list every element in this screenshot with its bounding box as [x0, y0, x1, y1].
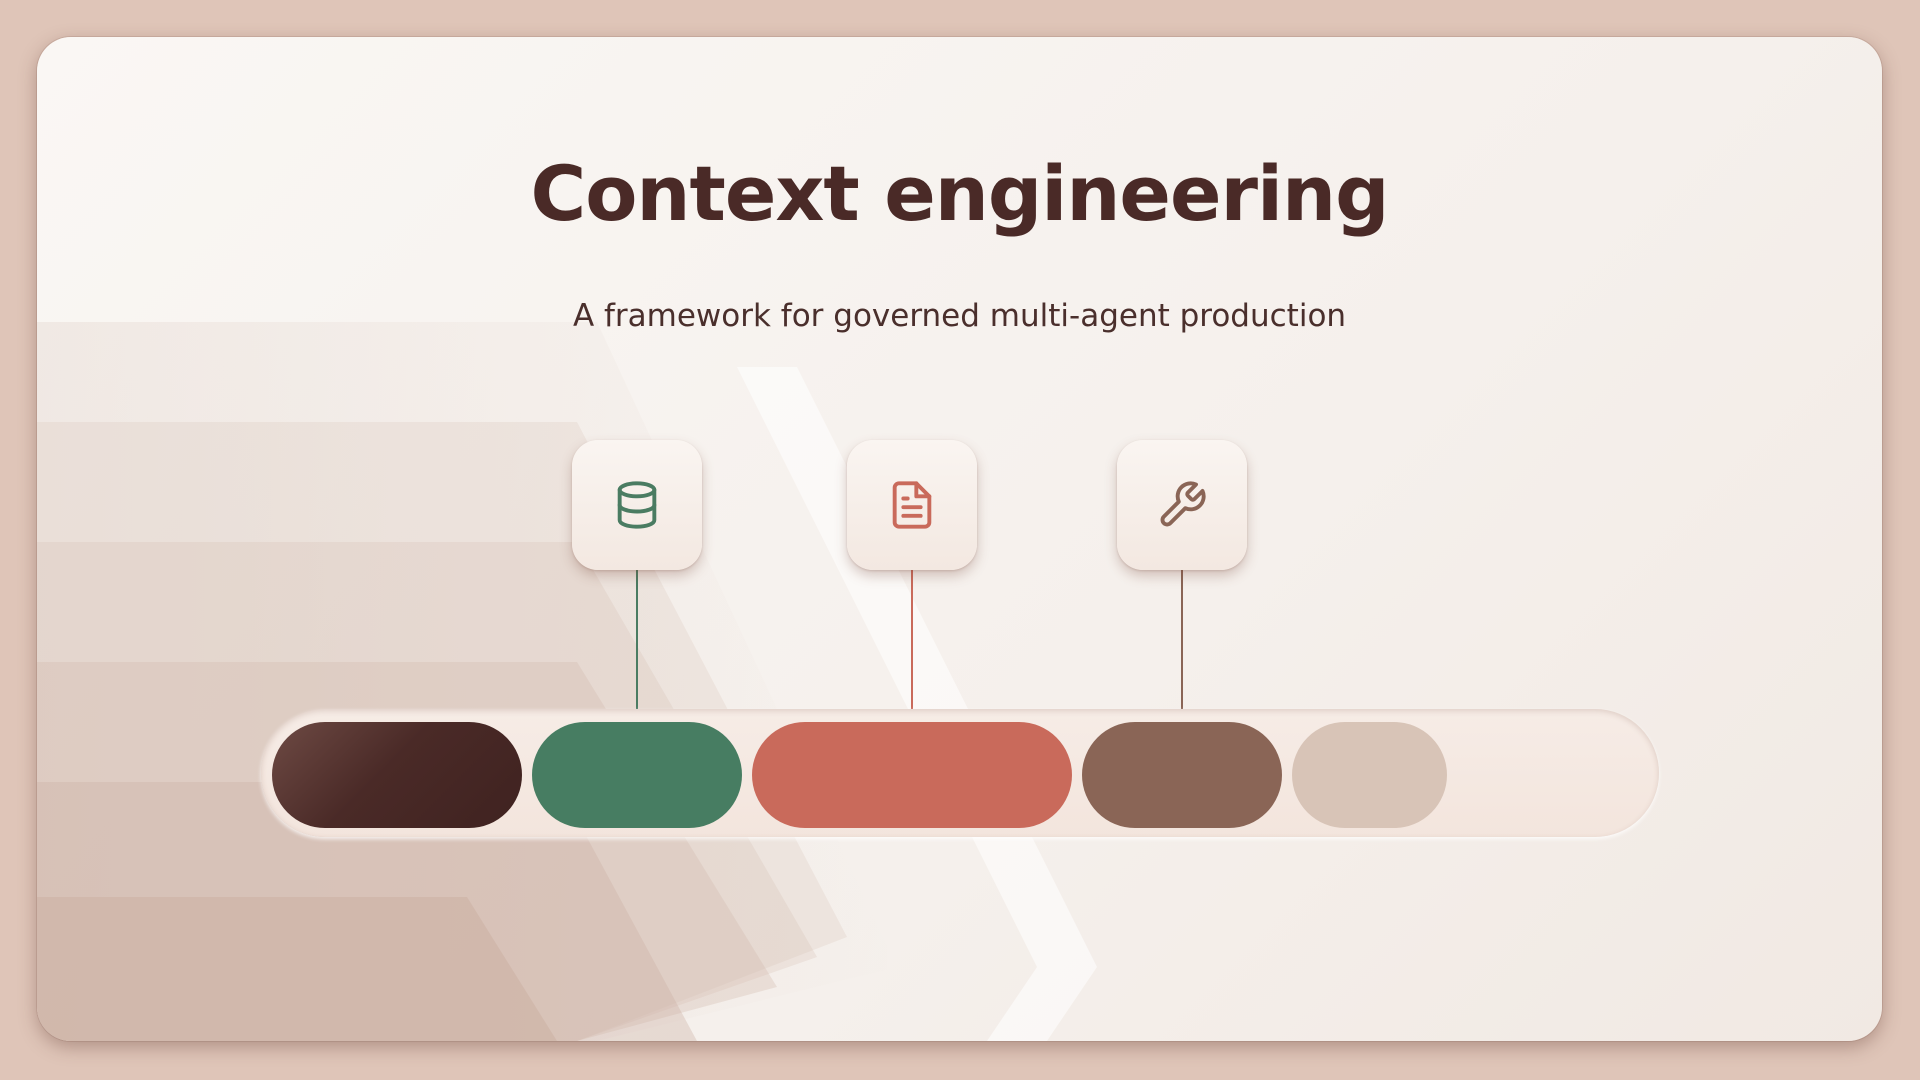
document-icon [892, 481, 932, 529]
slide-title: Context engineering [530, 149, 1389, 238]
segment-coral [752, 722, 1072, 828]
segment-green [532, 722, 742, 828]
wrench-card [1117, 440, 1247, 570]
slide-frame: Context engineering A framework for gove… [37, 37, 1882, 1041]
database-icon [617, 481, 657, 529]
connector-database [636, 570, 638, 744]
segment-dark-brown [272, 722, 522, 828]
connector-document [911, 570, 913, 744]
segment-beige [1292, 722, 1447, 828]
database-card [572, 440, 702, 570]
document-card [847, 440, 977, 570]
slide-subtitle: A framework for governed multi-agent pro… [572, 298, 1347, 334]
wrench-icon [1160, 481, 1206, 527]
segment-brown [1082, 722, 1282, 828]
connector-wrench [1181, 570, 1183, 744]
